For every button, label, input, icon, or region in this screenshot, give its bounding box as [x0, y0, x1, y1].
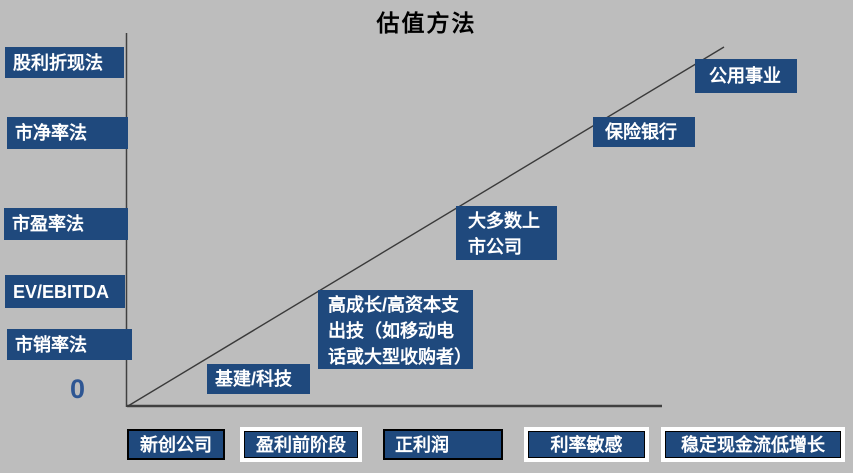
stage-startup: 新创公司	[127, 429, 225, 460]
trend-label-most-listed-companies: 大多数上 市公司	[456, 206, 557, 260]
trend-label-high-growth-capex: 高成长/高资本支 出技（如移动电 话或大型收购者）	[318, 290, 473, 369]
figure-title: 估值方法	[376, 10, 477, 36]
stage-rate-sensitive: 利率敏感	[524, 427, 649, 462]
stage-stable-cashflow-low-growth: 稳定现金流低增长	[661, 427, 845, 462]
y-method-price-to-sales: 市销率法	[7, 329, 132, 360]
y-method-ev-ebitda: EV/EBITDA	[5, 275, 125, 308]
trend-label-infrastructure-tech: 基建/科技	[207, 364, 310, 394]
trend-label-insurance-banks: 保险银行	[593, 117, 695, 147]
trend-diagonal-line	[127, 46, 725, 407]
origin-zero-label: 0	[70, 374, 86, 404]
y-method-dividend-discount: 股利折现法	[5, 47, 124, 78]
stage-positive-profit: 正利润	[383, 429, 503, 460]
y-method-price-to-earnings: 市盈率法	[4, 208, 128, 240]
stage-pre-profit: 盈利前阶段	[240, 427, 362, 462]
trend-label-utilities: 公用事业	[695, 59, 797, 93]
y-method-price-to-book: 市净率法	[7, 117, 128, 149]
